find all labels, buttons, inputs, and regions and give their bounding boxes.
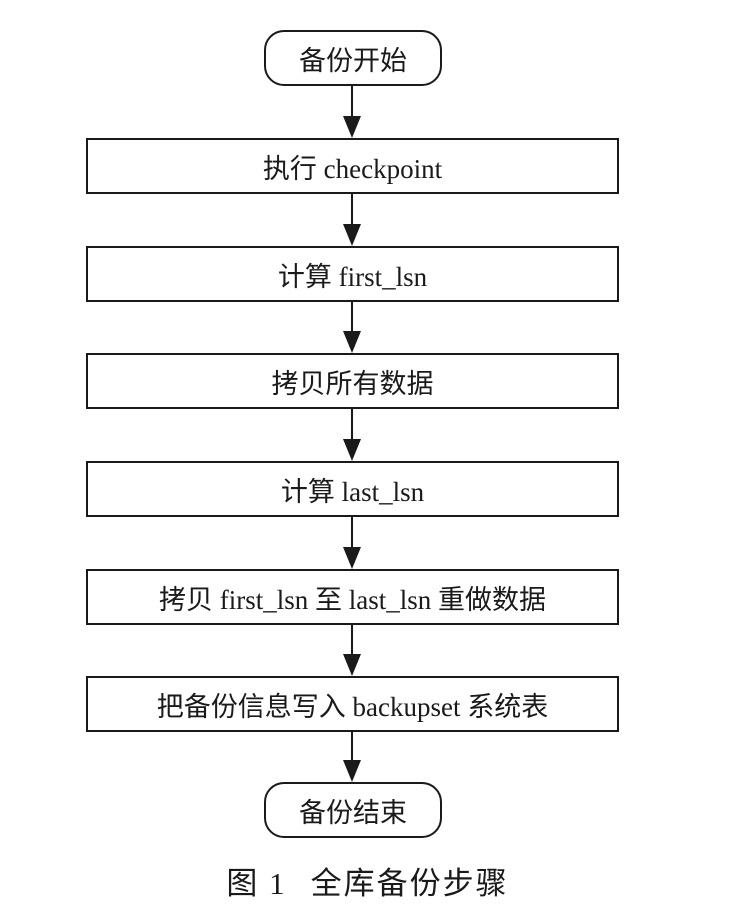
arrow-head-2 [343,224,361,246]
end-terminal: 备份结束 [264,782,442,838]
start-label: 备份开始 [299,45,407,76]
step-compute-last-lsn: 计算 last_lsn [86,461,619,517]
step-execute-checkpoint: 执行 checkpoint [86,138,619,194]
step-label: 拷贝所有数据 [271,368,434,399]
step-label: 把备份信息写入 backupset 系统表 [156,691,549,722]
end-label: 备份结束 [299,797,407,828]
step-label: 拷贝 first_lsn 至 last_lsn 重做数据 [158,584,546,615]
arrow-head-3 [343,331,361,353]
start-terminal: 备份开始 [264,30,442,86]
arrow-head-7 [343,760,361,782]
step-copy-all-data: 拷贝所有数据 [86,353,619,409]
arrow-head-6 [343,654,361,676]
step-copy-redo-data: 拷贝 first_lsn 至 last_lsn 重做数据 [86,569,619,625]
step-write-backupset: 把备份信息写入 backupset 系统表 [86,676,619,732]
step-compute-first-lsn: 计算 first_lsn [86,246,619,302]
figure-caption: 图 1 全库备份步骤 [0,858,735,903]
arrow-head-5 [343,547,361,569]
arrow-head-1 [343,116,361,138]
arrow-head-4 [343,439,361,461]
figure-number: 图 1 [226,866,287,901]
figure-title: 全库备份步骤 [310,866,509,901]
step-label: 计算 last_lsn [280,476,425,507]
step-label: 执行 checkpoint [262,153,443,184]
step-label: 计算 first_lsn [277,261,428,292]
